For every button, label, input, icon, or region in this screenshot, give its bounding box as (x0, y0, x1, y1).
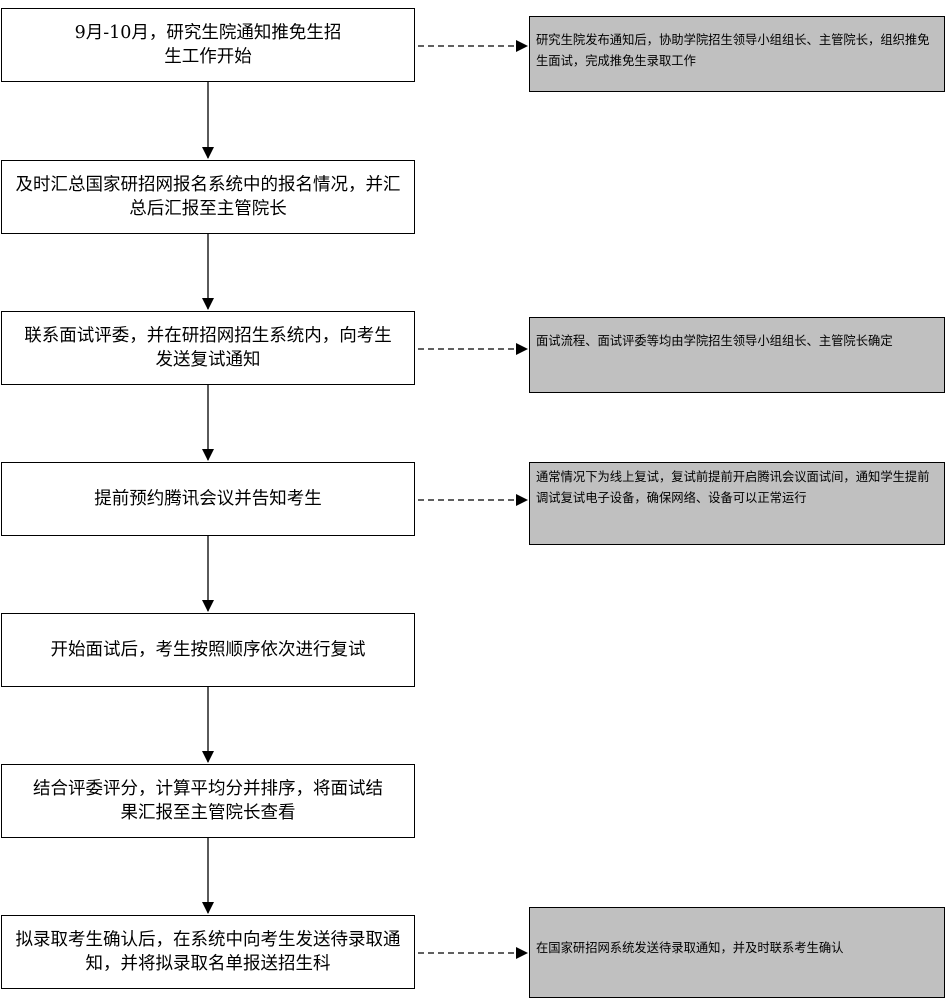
step-7-text: 拟录取考生确认后，在系统中向考生发送待录取通知，并将拟录取名单报送招生科 (15, 930, 401, 974)
step-box-4: 提前预约腾讯会议并告知考生 (1, 462, 415, 536)
step-box-5: 开始面试后，考生按照顺序依次进行复试 (1, 613, 415, 687)
step-box-6: 结合评委评分，计算平均分并排序，将面试结果汇报至主管院长查看 (1, 764, 415, 838)
step-box-3: 联系面试评委，并在研招网招生系统内，向考生发送复试通知 (1, 311, 415, 385)
step-box-1: 9月-10月，研究生院通知推免生招生工作开始 (1, 8, 415, 82)
step-5-text: 开始面试后，考生按照顺序依次进行复试 (50, 640, 366, 660)
note-1-text: 研究生院发布通知后，协助学院招生领导小组组长、主管院长，组织推免生面试，完成推免… (536, 33, 930, 68)
step-4-text: 提前预约腾讯会议并告知考生 (94, 489, 322, 509)
note-box-2: 面试流程、面试评委等均由学院招生领导小组组长、主管院长确定 (529, 317, 945, 393)
step-6-text: 结合评委评分，计算平均分并排序，将面试结果汇报至主管院长查看 (33, 779, 383, 823)
note-box-4: 在国家研招网系统发送待录取通知，并及时联系考生确认 (529, 907, 945, 998)
step-3-text: 联系面试评委，并在研招网招生系统内，向考生发送复试通知 (24, 326, 392, 370)
note-box-1: 研究生院发布通知后，协助学院招生领导小组组长、主管院长，组织推免生面试，完成推免… (529, 16, 945, 92)
step-box-7: 拟录取考生确认后，在系统中向考生发送待录取通知，并将拟录取名单报送招生科 (1, 915, 415, 989)
note-4-text: 在国家研招网系统发送待录取通知，并及时联系考生确认 (536, 941, 844, 955)
step-box-2: 及时汇总国家研招网报名系统中的报名情况，并汇总后汇报至主管院长 (1, 160, 415, 234)
step-1-text: 9月-10月，研究生院通知推免生招生工作开始 (74, 23, 342, 67)
note-box-3: 通常情况下为线上复试，复试前提前开启腾讯会议面试间，通知学生提前调试复试电子设备… (529, 462, 945, 545)
note-3-text: 通常情况下为线上复试，复试前提前开启腾讯会议面试间，通知学生提前调试复试电子设备… (536, 470, 930, 505)
step-2-text: 及时汇总国家研招网报名系统中的报名情况，并汇总后汇报至主管院长 (15, 175, 401, 219)
note-2-text: 面试流程、面试评委等均由学院招生领导小组组长、主管院长确定 (536, 334, 893, 348)
